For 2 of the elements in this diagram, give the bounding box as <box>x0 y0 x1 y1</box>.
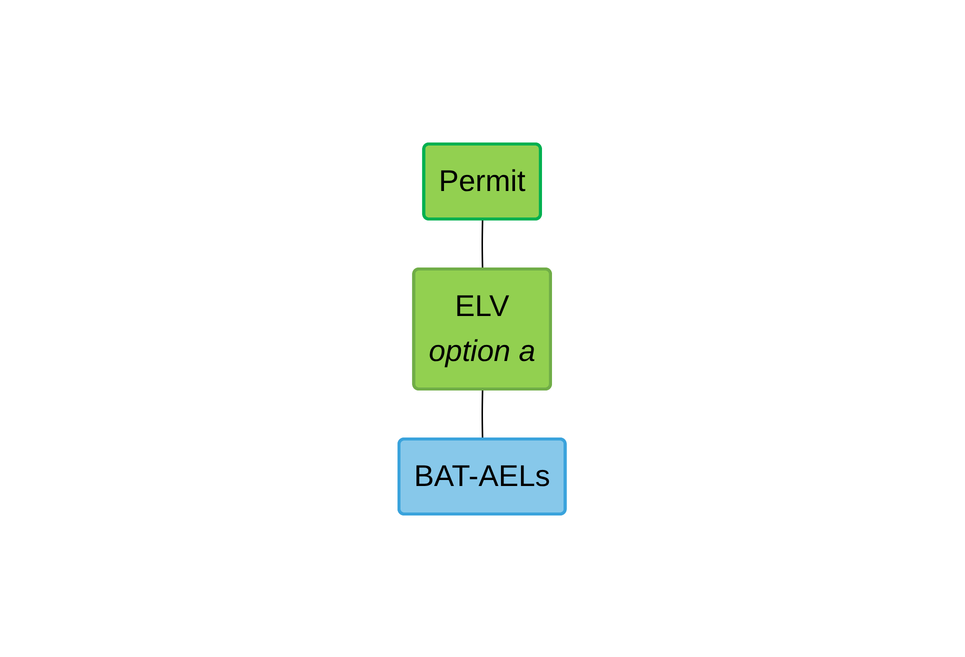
connector <box>482 388 484 440</box>
connector <box>482 218 484 270</box>
